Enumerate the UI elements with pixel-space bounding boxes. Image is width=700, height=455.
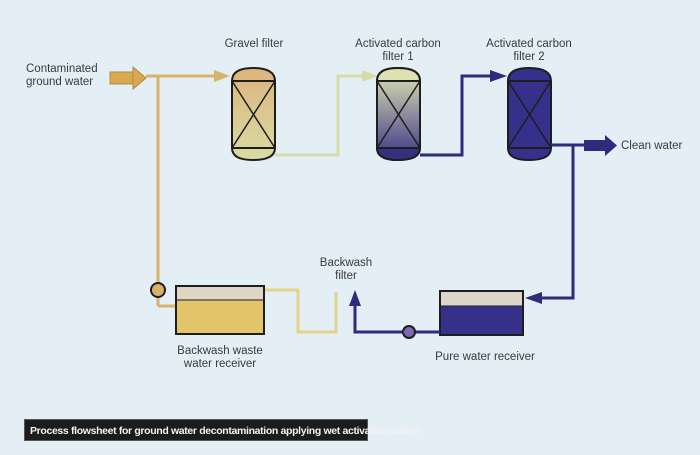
label-line: Activated carbon [486, 38, 572, 50]
arrowhead-to-acf2 [490, 70, 507, 82]
label-line: Backwash [319, 257, 373, 269]
label-line: filter 1 [382, 51, 414, 63]
clean-water-outlet-arrow [584, 135, 617, 156]
backwash-supply-stream [353, 305, 440, 334]
label-line: water receiver [183, 358, 257, 370]
pure-water-receiver-label: Pure water receiver [435, 351, 535, 363]
contaminated-stream [146, 74, 222, 308]
gravel-stream [275, 74, 368, 157]
activated-carbon-filter-1-label: Activated carbon filter 1 [350, 38, 446, 64]
label-line: Backwash waste [177, 345, 263, 357]
activated-carbon-filter-1-vessel [375, 66, 422, 162]
pump-icon [150, 282, 166, 298]
arrowhead-to-backwash-filter [349, 290, 361, 306]
label-line: filter [335, 270, 357, 282]
pump-icon [402, 325, 416, 339]
label-line: ground water [26, 76, 94, 88]
acf1-to-acf2-stream [420, 74, 496, 157]
activated-carbon-filter-2-label: Activated carbon filter 2 [481, 38, 577, 64]
contaminated-ground-water-label: Contaminated ground water [26, 63, 98, 89]
backwash-filter-label: Backwash filter [306, 257, 386, 283]
gravel-filter-label: Gravel filter [224, 38, 284, 50]
pure-water-receiver-tank [439, 290, 524, 336]
backwash-waste-receiver-tank [175, 285, 265, 335]
label-line: Activated carbon [355, 38, 441, 50]
arrowhead-to-gravel [214, 70, 230, 82]
arrowhead-to-acf1 [362, 70, 378, 82]
clean-water-label: Clean water [621, 140, 683, 152]
backwash-waste-stream [265, 288, 338, 334]
activated-carbon-filter-2-vessel [507, 66, 552, 162]
clean-water-stream [536, 143, 585, 300]
contaminated-inlet-arrow [109, 65, 147, 91]
label-line: Contaminated [26, 63, 98, 75]
backwash-waste-water-receiver-label: Backwash waste water receiver [164, 345, 276, 371]
label-line: filter 2 [513, 51, 545, 63]
arrowhead-to-pure-receiver [525, 292, 542, 304]
gravel-filter-vessel [231, 66, 276, 162]
figure-caption: Process flowsheet for ground water decon… [24, 419, 421, 441]
